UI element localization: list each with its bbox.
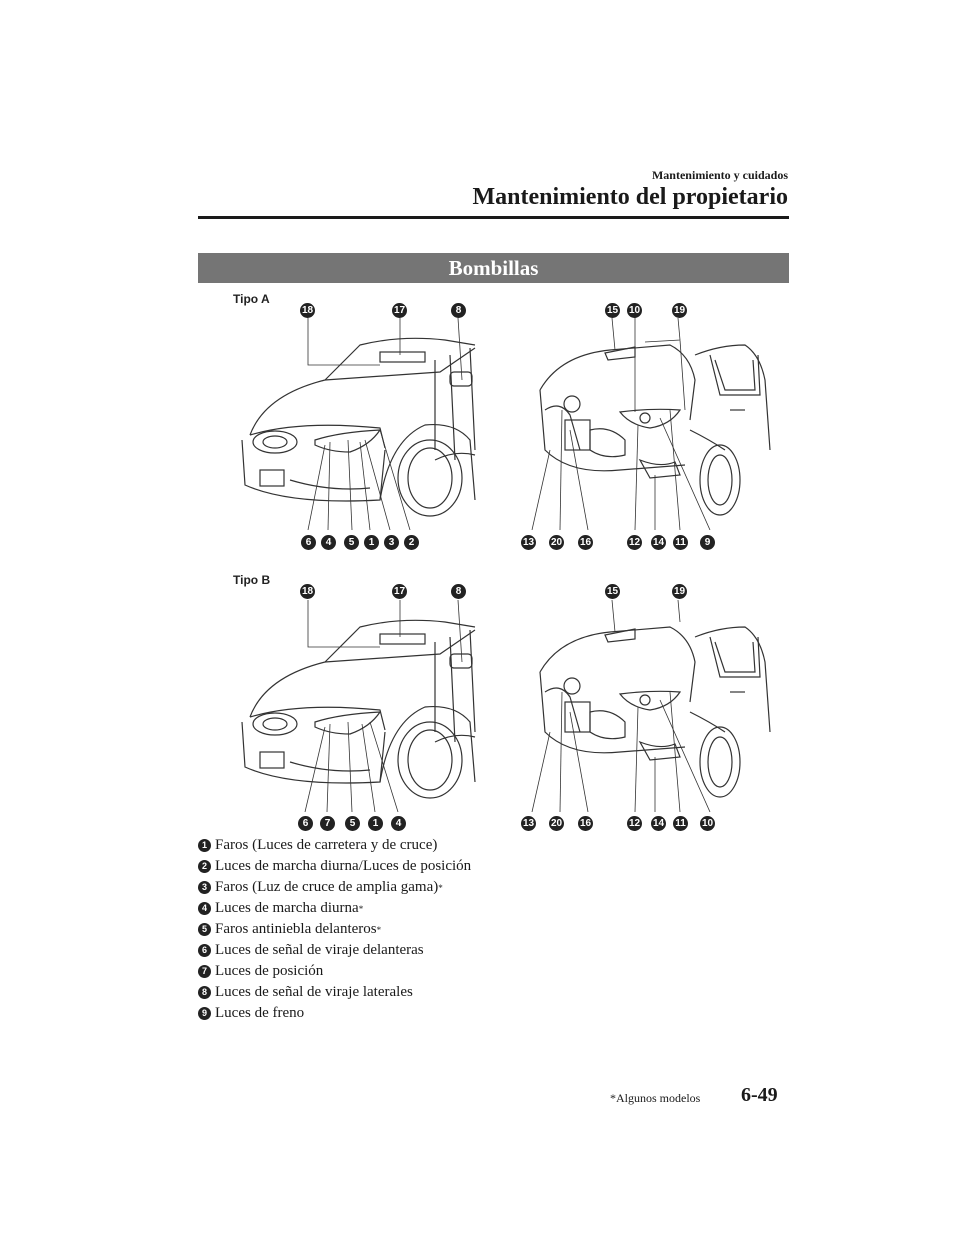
legend-text: Faros (Luz de cruce de amplia gama) [215,879,439,895]
legend-text: Luces de posición [215,963,324,979]
footnote-mark: * [358,903,364,914]
type-a-rear-callout: 14 [651,535,666,550]
legend-number: 9 [198,1007,211,1020]
type-b-front-callout: 17 [392,584,407,599]
type-b-front-callout: 8 [451,584,466,599]
legend-text: Faros (Luces de carretera y de cruce) [215,837,438,853]
legend-text: Luces de marcha diurna [215,900,359,916]
type-b-front-callout: 5 [345,816,360,831]
type-a-rear-callout: 20 [549,535,564,550]
legend-text: Luces de señal de viraje delanteras [215,942,424,958]
type-a-front-callout: 18 [300,303,315,318]
type-a-rear-callout: 19 [672,303,687,318]
legend-item: 1 Faros (Luces de carretera y de cruce) [198,835,758,856]
legend-text: Luces de marcha diurna/Luces de posición [215,858,472,874]
type-a-front-callout: 6 [301,535,316,550]
type-a-rear-callout: 11 [673,535,688,550]
legend-item: 7 Luces de posición [198,961,758,982]
header-section: Mantenimiento y cuidados [651,168,788,182]
type-b-front-callout: 1 [368,816,383,831]
type-b-rear-callout: 16 [578,816,593,831]
type-a-front-callout: 1 [364,535,379,550]
legend-number: 2 [198,860,211,873]
footnote-mark: * [376,924,382,935]
type-a-rear-callout: 12 [627,535,642,550]
type-b-rear-callout: 15 [605,584,620,599]
type-a-front-callout: 8 [451,303,466,318]
type-b-front-car-diagram [241,599,476,812]
legend-item: 9 Luces de freno [198,1003,758,1024]
legend-item: 2 Luces de marcha diurna/Luces de posició… [198,856,758,877]
legend-text: Luces de señal de viraje laterales [215,984,413,1000]
type-b-front-callout: 4 [391,816,406,831]
type-b-front-callout: 18 [300,584,315,599]
legend-text: Faros antiniebla delanteros [215,921,377,937]
section-banner: Bombillas [198,253,789,283]
type-b-rear-callout: 13 [521,816,536,831]
type-b-rear-callout: 19 [672,584,687,599]
type-a-rear-callout: 16 [578,535,593,550]
type-a-front-callout: 5 [344,535,359,550]
legend-item: 3 Faros (Luz de cruce de amplia gama)* [198,877,758,898]
legend-item: 6 Luces de señal de viraje delanteras [198,940,758,961]
legend-item: 5 Faros antiniebla delanteros* [198,919,758,940]
page-title: Mantenimiento del propietario [472,184,788,210]
type-b-label: Tipo B [233,573,271,587]
legend-number: 1 [198,839,211,852]
footnote-some-models: *Algunos modelos [610,1091,701,1105]
legend-number: 6 [198,944,211,957]
type-a-front-callout: 4 [321,535,336,550]
page-number: 6-49 [741,1084,778,1106]
type-b-front-callout: 6 [298,816,313,831]
type-b-rear-callout: 11 [673,816,688,831]
type-a-rear-callout: 10 [627,303,642,318]
legend-number: 8 [198,986,211,999]
type-b-rear-callout: 12 [627,816,642,831]
type-a-rear-callout: 15 [605,303,620,318]
type-a-front-car-diagram [241,317,476,530]
legend-number: 5 [198,923,211,936]
type-a-rear-callout: 13 [521,535,536,550]
bulb-legend: 1 Faros (Luces de carretera y de cruce) 2… [198,835,758,1024]
legend-number: 3 [198,881,211,894]
type-b-rear-car-diagram [531,599,771,812]
legend-number: 4 [198,902,211,915]
header-rule [198,216,789,219]
type-a-front-callout: 2 [404,535,419,550]
type-a-rear-car-diagram [531,317,771,530]
type-b-rear-callout: 20 [549,816,564,831]
type-a-label: Tipo A [233,292,270,306]
legend-text: Luces de freno [215,1005,305,1021]
type-a-front-callout: 17 [392,303,407,318]
type-a-front-callout: 3 [384,535,399,550]
type-a-rear-callout: 9 [700,535,715,550]
type-b-front-callout: 7 [320,816,335,831]
type-b-rear-callout: 10 [700,816,715,831]
legend-item: 8 Luces de señal de viraje laterales [198,982,758,1003]
legend-number: 7 [198,965,211,978]
footnote-mark: * [438,882,443,893]
type-b-rear-callout: 14 [651,816,666,831]
legend-item: 4 Luces de marcha diurna* [198,898,758,919]
